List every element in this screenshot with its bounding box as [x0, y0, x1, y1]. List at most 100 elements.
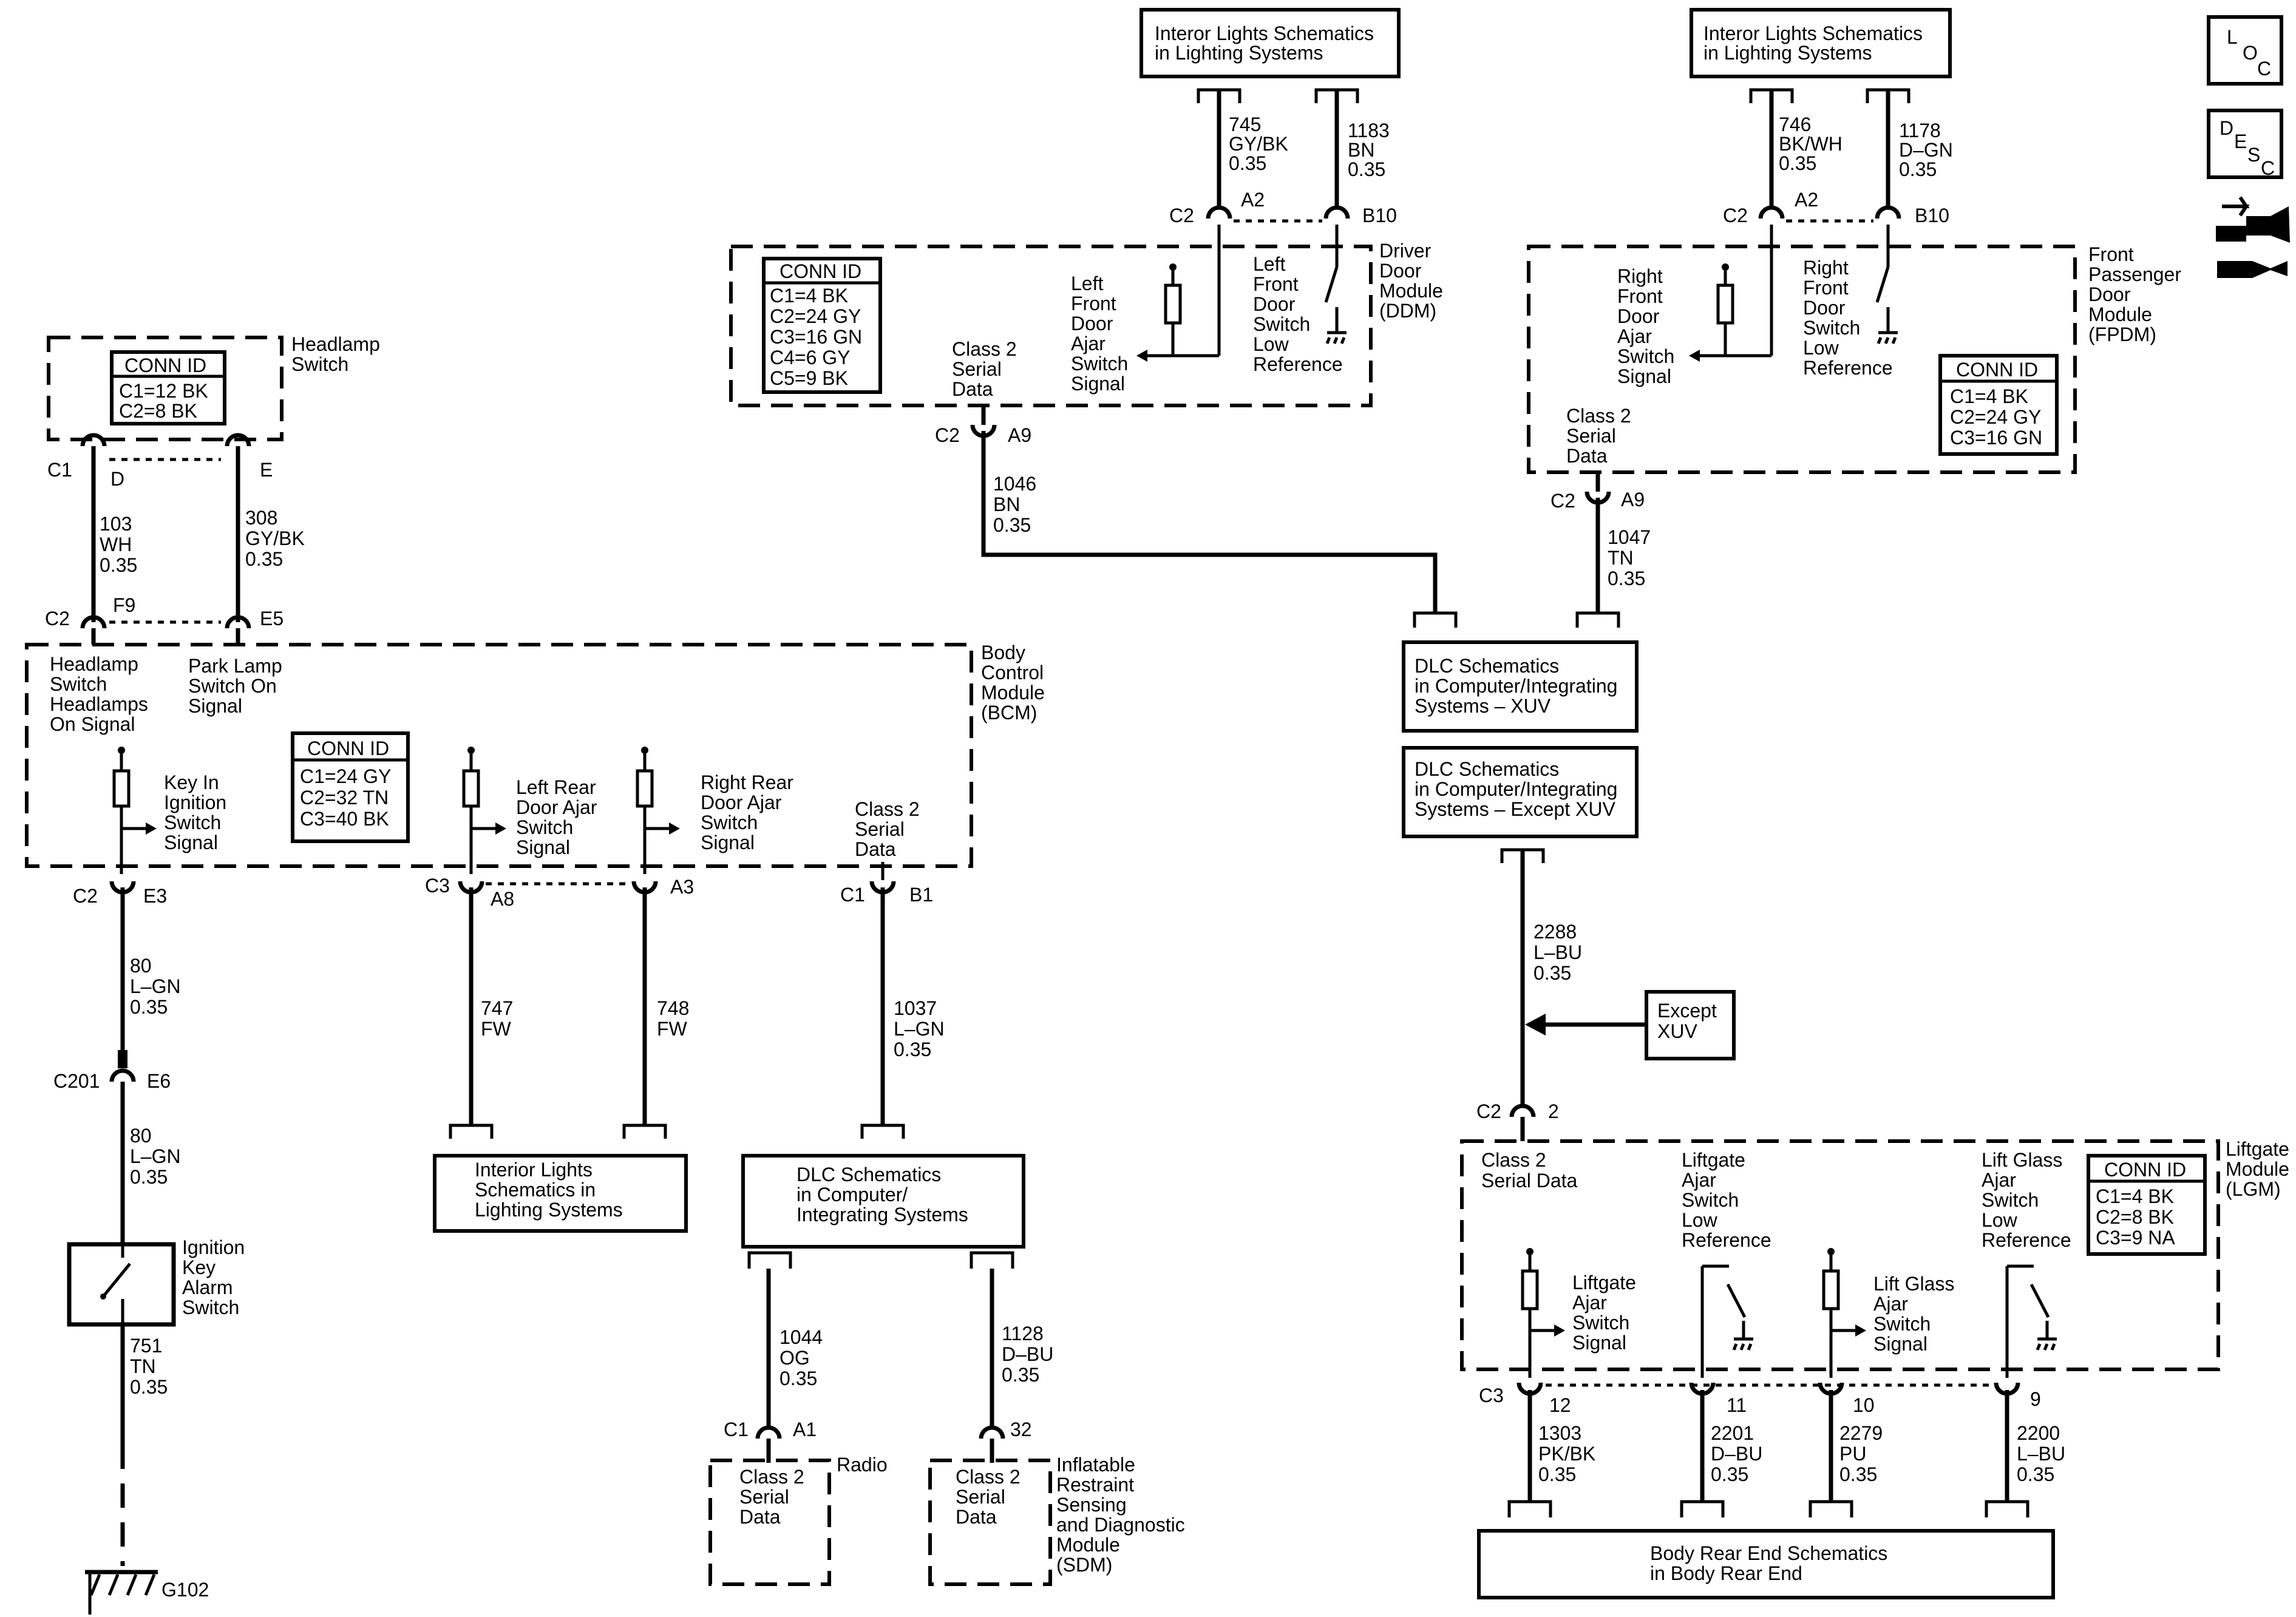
svg-text:Data: Data: [1566, 445, 1608, 467]
svg-text:Front: Front: [2088, 243, 2134, 265]
svg-text:Front: Front: [1253, 273, 1299, 295]
desc-icon[interactable]: D E S C: [2207, 109, 2283, 179]
svg-text:Lift Glass: Lift Glass: [1873, 1273, 1954, 1295]
svg-text:0.35: 0.35: [100, 554, 137, 576]
svg-text:Systems – XUV: Systems – XUV: [1415, 695, 1551, 717]
svg-text:in Lighting Systems: in Lighting Systems: [1703, 42, 1872, 64]
conn-id-table: CONN ID C1=4 BK C2=24 GY C3=16 GN: [1938, 354, 2059, 456]
loc-icon[interactable]: L O C: [2207, 15, 2283, 86]
svg-text:Door Ajar: Door Ajar: [701, 792, 782, 813]
connector-id: C2: [45, 608, 70, 629]
pin-id: B10: [1362, 205, 1397, 226]
svg-text:0.35: 0.35: [1533, 962, 1571, 984]
connector-id: C3: [425, 875, 450, 897]
svg-text:Liftgate: Liftgate: [1572, 1272, 1636, 1293]
svg-text:Restraint: Restraint: [1056, 1474, 1134, 1496]
svg-text:CONN ID: CONN ID: [2104, 1159, 2186, 1181]
troubleshoot-icon[interactable]: [2216, 196, 2290, 278]
dlc-schematics-box[interactable]: DLC Schematics in Computer/ Integrating …: [741, 1154, 1025, 1249]
pin-id: B1: [909, 884, 933, 906]
pin-id: A2: [1241, 189, 1265, 211]
svg-text:Module: Module: [2226, 1158, 2289, 1180]
svg-text:Low: Low: [1253, 333, 1289, 355]
conn-id-table: CONN ID C1=4 BK C2=8 BK C3=9 NA: [2087, 1154, 2207, 1256]
svg-text:C1=24 GY: C1=24 GY: [300, 765, 391, 787]
svg-text:Signal: Signal: [516, 836, 570, 858]
svg-text:Reference: Reference: [1803, 357, 1893, 379]
svg-text:Right: Right: [1803, 257, 1849, 279]
svg-text:Ignition: Ignition: [164, 792, 226, 813]
connector-id: C2: [1550, 490, 1575, 512]
svg-text:0.35: 0.35: [130, 1166, 168, 1188]
svg-text:0.35: 0.35: [1538, 1463, 1576, 1485]
svg-text:Low: Low: [1803, 337, 1839, 359]
arrow-icon: [1525, 1014, 1546, 1036]
svg-text:XUV: XUV: [1657, 1020, 1697, 1042]
svg-text:1183: 1183: [1348, 120, 1390, 141]
interior-lights-box-fpdm[interactable]: Interor Lights Schematics in Lighting Sy…: [1690, 8, 1952, 78]
svg-text:Switch: Switch: [1982, 1189, 2039, 1211]
connector-id: C201: [53, 1070, 100, 1092]
dlc-except-xuv-box[interactable]: DLC Schematics in Computer/Integrating S…: [1402, 746, 1639, 838]
desc-letter: C: [2261, 157, 2275, 179]
svg-text:(SDM): (SDM): [1056, 1554, 1112, 1576]
svg-text:0.35: 0.35: [245, 548, 283, 570]
svg-text:Class 2: Class 2: [739, 1466, 804, 1488]
svg-text:C2=8 BK: C2=8 BK: [119, 400, 197, 422]
svg-text:Body: Body: [981, 642, 1025, 663]
conn-id-table: CONN ID C1=24 GY C2=32 TN C3=40 BK: [291, 731, 410, 843]
svg-text:103: 103: [100, 513, 132, 535]
interior-lights-box[interactable]: Interior Lights Schematics in Lighting S…: [433, 1154, 688, 1233]
pin-id: E: [260, 459, 273, 481]
svg-text:Passenger: Passenger: [2088, 263, 2181, 285]
svg-text:Left: Left: [1071, 273, 1103, 294]
svg-text:C2=8 BK: C2=8 BK: [2096, 1206, 2174, 1228]
svg-text:Module: Module: [1056, 1534, 1120, 1556]
body-rear-end-box[interactable]: Body Rear End Schematics in Body Rear En…: [1477, 1529, 2055, 1599]
conn-id-table: CONN ID C1=4 BK C2=24 GY C3=16 GN C4=6 G…: [762, 257, 882, 394]
interior-lights-box-ddm[interactable]: Interor Lights Schematics in Lighting Sy…: [1140, 8, 1401, 78]
dlc-xuv-box[interactable]: DLC Schematics in Computer/Integrating S…: [1402, 640, 1639, 733]
svg-text:Ajar: Ajar: [1982, 1169, 2016, 1191]
svg-text:0.35: 0.35: [1711, 1463, 1748, 1485]
svg-text:Signal: Signal: [1572, 1332, 1626, 1354]
svg-text:BN: BN: [993, 493, 1020, 515]
svg-text:1178: 1178: [1899, 120, 1941, 141]
svg-text:L–BU: L–BU: [2017, 1443, 2065, 1465]
svg-text:C1=4 BK: C1=4 BK: [2096, 1185, 2174, 1207]
svg-text:0.35: 0.35: [1779, 152, 1816, 174]
svg-text:Module: Module: [1379, 280, 1443, 302]
ignition-key-alarm-switch: Ignition Key Alarm Switch: [67, 1236, 245, 1327]
svg-text:Door: Door: [1253, 293, 1296, 315]
pin-id: 32: [1010, 1419, 1032, 1440]
radio: Radio Class 2 Serial Data: [708, 1454, 888, 1586]
pin-id: A2: [1795, 189, 1818, 211]
svg-text:Door: Door: [1617, 305, 1660, 327]
resistor-symbol: [462, 747, 506, 874]
svg-text:(FPDM): (FPDM): [2088, 324, 2156, 345]
loc-letter: O: [2243, 42, 2258, 64]
svg-text:CONN ID: CONN ID: [1956, 359, 2038, 381]
svg-text:in Computer/: in Computer/: [796, 1184, 908, 1205]
svg-text:0.35: 0.35: [894, 1039, 931, 1060]
pin-id: 12: [1549, 1394, 1571, 1416]
body-control-module: Body Control Module (BCM) HeadlampSwitch…: [25, 642, 1045, 880]
svg-text:Headlamps: Headlamps: [50, 693, 148, 715]
pin-id: E3: [143, 885, 167, 907]
svg-text:Liftgate: Liftgate: [1682, 1149, 1745, 1171]
svg-text:BN: BN: [1348, 139, 1374, 161]
svg-text:0.35: 0.35: [1608, 568, 1645, 589]
svg-text:Systems – Except XUV: Systems – Except XUV: [1415, 798, 1615, 820]
pin-id: A9: [1008, 424, 1031, 446]
svg-text:On Signal: On Signal: [50, 713, 135, 735]
svg-text:Ajar: Ajar: [1873, 1293, 1908, 1315]
svg-text:Control: Control: [981, 662, 1044, 683]
loc-letter: C: [2257, 58, 2271, 80]
svg-text:Switch: Switch: [50, 673, 107, 695]
svg-text:C4=6 GY: C4=6 GY: [770, 347, 851, 368]
inflatable-restraint-module: Class 2 Serial Data Inflatable Restraint…: [928, 1454, 1185, 1586]
